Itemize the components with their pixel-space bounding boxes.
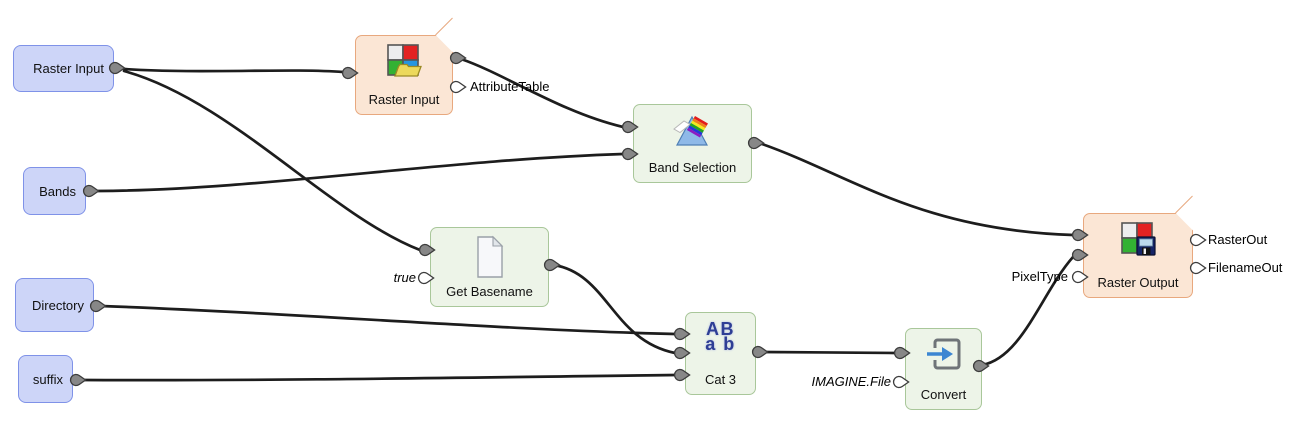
node-label: Band Selection <box>648 160 737 175</box>
node-label: Raster Output <box>1097 275 1179 290</box>
port-label-raster-out: RasterOut <box>1208 232 1268 248</box>
port-cat-output[interactable] <box>751 345 769 359</box>
port-filename-out-unconnected[interactable] <box>1189 261 1207 275</box>
port-get-basename-input[interactable] <box>418 243 436 257</box>
edge-band-selection-to-raster-output[interactable] <box>760 142 1075 237</box>
concatenate-text-icon: AB a b <box>705 319 736 354</box>
port-true-unconnected[interactable] <box>417 271 435 285</box>
node-source-bands[interactable]: Bands <box>23 167 86 215</box>
port-attribute-table-unconnected[interactable] <box>449 80 467 94</box>
edge-source-raster-to-raster-input[interactable] <box>122 67 345 74</box>
port-directory-output[interactable] <box>89 299 107 313</box>
document-icon <box>475 235 505 279</box>
port-convert-input[interactable] <box>893 346 911 360</box>
edge-raster-input-to-band-selection[interactable] <box>459 57 625 129</box>
node-get-basename[interactable]: Get Basename <box>430 227 549 307</box>
prism-rainbow-icon <box>671 112 715 150</box>
node-label: Cat 3 <box>704 372 737 387</box>
node-cat[interactable]: AB a b Cat 3 <box>685 312 756 395</box>
node-label: Directory <box>31 297 84 313</box>
node-label: Convert <box>920 387 967 402</box>
node-raster-input[interactable]: Raster Input <box>355 17 470 115</box>
port-source-raster-output[interactable] <box>108 61 126 75</box>
node-source-directory[interactable]: Directory <box>15 278 94 332</box>
port-pixel-type-unconnected[interactable] <box>1071 270 1089 284</box>
port-raster-out-unconnected[interactable] <box>1189 233 1207 247</box>
node-source-suffix[interactable]: suffix <box>18 355 73 403</box>
node-label: Bands <box>39 183 76 199</box>
edge-suffix-to-cat[interactable] <box>81 373 677 382</box>
port-band-selection-input-1[interactable] <box>621 120 639 134</box>
port-label-filename-out: FilenameOut <box>1208 260 1283 276</box>
port-label-pixel-type: PixelType <box>1011 269 1068 285</box>
node-band-selection[interactable]: Band Selection <box>633 104 752 183</box>
edge-convert-to-raster-output[interactable] <box>980 255 1075 367</box>
port-raster-output-input-1[interactable] <box>1071 228 1089 242</box>
convert-arrow-icon <box>925 336 963 374</box>
port-cat-input-2[interactable] <box>673 346 691 360</box>
raster-grid-floppy-icon <box>1119 221 1157 259</box>
node-label: suffix <box>32 371 63 387</box>
port-bands-output[interactable] <box>82 184 100 198</box>
edge-directory-to-cat[interactable] <box>99 304 677 336</box>
node-convert[interactable]: Convert <box>905 328 982 410</box>
port-cat-input-3[interactable] <box>673 368 691 382</box>
raster-grid-folder-icon <box>384 43 424 81</box>
port-raster-input-output[interactable] <box>449 51 467 65</box>
node-label: Get Basename <box>446 284 533 299</box>
port-raster-input-input[interactable] <box>341 66 359 80</box>
port-label-attribute-table: AttributeTable <box>470 79 550 95</box>
edge-bands-to-band-selection[interactable] <box>96 152 625 193</box>
port-cat-input-1[interactable] <box>673 327 691 341</box>
edge-get-basename-to-cat[interactable] <box>552 263 677 355</box>
edge-cat-to-convert[interactable] <box>760 350 897 355</box>
node-label: Raster Input <box>33 61 104 76</box>
port-band-selection-input-2[interactable] <box>621 147 639 161</box>
port-convert-output[interactable] <box>972 359 990 373</box>
node-label: Raster Input <box>368 92 440 107</box>
port-suffix-output[interactable] <box>69 373 87 387</box>
node-raster-output[interactable]: Raster Output <box>1083 195 1210 298</box>
port-band-selection-output[interactable] <box>747 136 765 150</box>
port-label-true: true <box>393 270 416 286</box>
port-imagine-file-unconnected[interactable] <box>892 375 910 389</box>
port-label-imagine-file: IMAGINE.File <box>811 374 891 390</box>
port-get-basename-output[interactable] <box>543 258 561 272</box>
edge-source-raster-to-get-basename[interactable] <box>122 69 422 252</box>
port-raster-output-input-2[interactable] <box>1071 248 1089 262</box>
